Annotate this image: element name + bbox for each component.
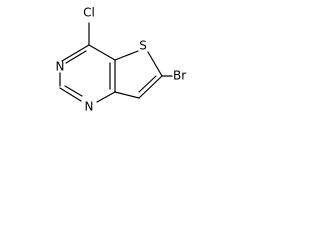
atom-label-n-upper: N [56,60,65,74]
bond-c2-n1-double [64,85,83,97]
bond-n1-c7a [96,91,116,103]
bond-s-c6 [147,51,163,77]
atom-label-cl: Cl [83,6,95,20]
bond-c6-c7-double [138,75,157,93]
bond-c2-n1 [59,87,82,102]
bond-c6-c7 [138,75,163,99]
chemical-structure-diagram: Cl N N S Br [56,6,187,114]
bonds [59,22,173,103]
atom-label-n-lower: N [85,100,94,114]
bond-c4a-s [114,50,139,61]
bond-c4a-c4 [88,44,116,61]
bond-c7-c7a [114,91,140,99]
atom-labels: Cl N N S Br [56,6,187,114]
bond-c4-n3 [61,44,90,62]
atom-label-s: S [139,39,147,53]
atom-label-br: Br [173,69,186,83]
bond-c4-n3-double [65,50,87,64]
